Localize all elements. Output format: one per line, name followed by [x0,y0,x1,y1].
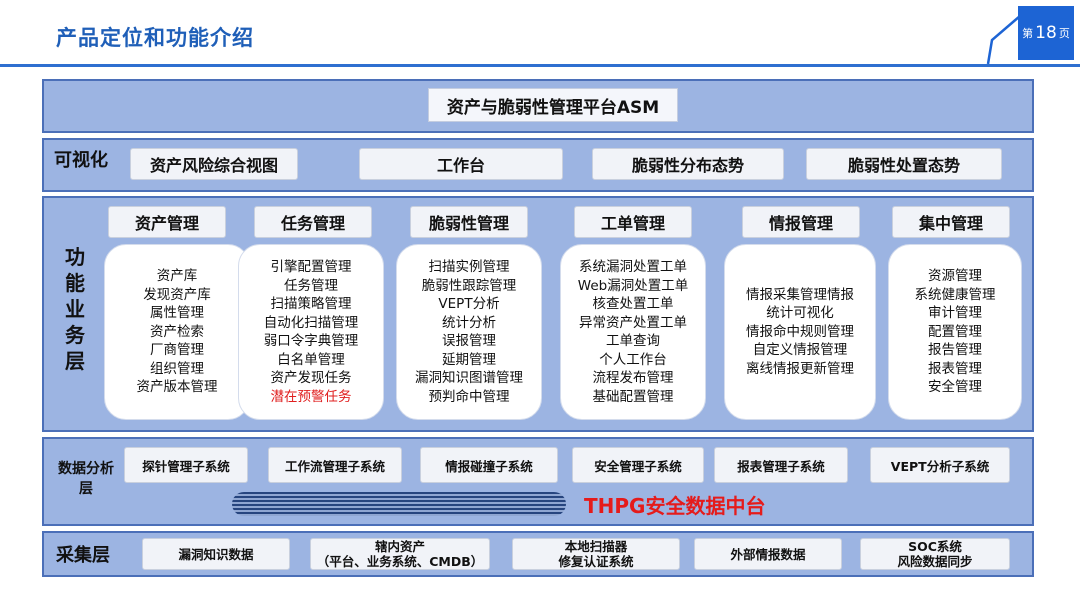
highlight-item: 潜在预警任务 [270,388,352,405]
list-item: 延期管理 [442,351,496,368]
list-item: 自定义情报管理 [752,342,848,359]
module-task-card: 引擎配置管理 任务管理 扫描策略管理 自动化扫描管理 弱口令字典管理 白名单管理… [238,244,384,420]
list-item: Web漏洞处置工单 [577,277,689,294]
list-item: 审计管理 [928,305,982,322]
module-task-title: 任务管理 [254,206,372,238]
list-item: 资源管理 [928,268,982,285]
list-item: 统计可视化 [766,305,834,322]
list-item: 报表管理 [928,360,982,377]
list-item: 离线情报更新管理 [746,360,854,377]
list-item: 任务管理 [284,277,338,294]
list-item: 弱口令字典管理 [263,333,359,349]
page-number: 18 [1035,23,1057,43]
list-item: 发现资产库 [143,286,211,303]
function-layer-label: 功能业务层 [65,245,85,373]
list-item: 扫描策略管理 [270,296,352,312]
module-central-card: 资源管理 系统健康管理 审计管理 配置管理 报告管理 报表管理 安全管理 [888,244,1022,420]
vis-item-vuln-handling: 脆弱性处置态势 [806,148,1002,180]
list-item: 属性管理 [150,305,204,322]
collect-item-local-scanner: 本地扫描器 修复认证系统 [512,538,680,570]
module-vuln-title: 脆弱性管理 [410,206,528,238]
subsystem-security: 安全管理子系统 [572,447,704,483]
subsystem-workflow: 工作流管理子系统 [268,447,402,483]
page-prefix: 第 [1022,27,1034,40]
collect-item-line: 漏洞知识数据 [178,546,254,562]
collect-item-soc: SOC系统 风险数据同步 [860,538,1010,570]
page-title: 产品定位和功能介绍 [56,26,254,50]
collect-item-line: 修复认证系统 [558,554,634,569]
list-item: 资产检索 [150,323,204,340]
collect-item-line: SOC系统 [908,539,962,554]
module-ticket-title: 工单管理 [574,206,692,238]
vis-item-vuln-distribution: 脆弱性分布态势 [592,148,784,180]
list-item: 配置管理 [928,323,982,340]
module-vuln-card: 扫描实例管理 脆弱性跟踪管理 VEPT分析 统计分析 误报管理 延期管理 漏洞知… [396,244,542,420]
list-item: 基础配置管理 [592,388,674,405]
list-item: 工单查询 [606,333,660,349]
list-item: 系统健康管理 [914,286,996,303]
list-item: 白名单管理 [277,351,345,368]
data-platform-label: THPG安全数据中台 [584,494,766,518]
vis-item-risk-view: 资产风险综合视图 [130,148,298,180]
module-ticket-card: 系统漏洞处置工单 Web漏洞处置工单 核查处置工单 异常资产处置工单 工单查询 … [560,244,706,420]
data-analysis-label: 数据分析层 [58,461,114,497]
list-item: 核查处置工单 [592,296,674,312]
list-item: 系统漏洞处置工单 [579,259,687,275]
module-central-title: 集中管理 [892,206,1010,238]
collect-item-line: 风险数据同步 [897,554,973,569]
list-item: 情报命中规则管理 [746,323,854,340]
collect-item-assets: 辖内资产 （平台、业务系统、CMDB） [310,538,490,570]
list-item: 统计分析 [442,314,496,331]
vis-item-workbench: 工作台 [359,148,563,180]
subsystem-vept: VEPT分析子系统 [870,447,1010,483]
platform-title: 资产与脆弱性管理平台ASM [428,88,678,122]
data-platform-bar [232,492,566,516]
module-intel-card: 情报采集管理情报 统计可视化 情报命中规则管理 自定义情报管理 离线情报更新管理 [724,244,876,420]
list-item: 资产库 [156,268,198,285]
list-item: VEPT分析 [438,296,500,312]
collect-item-external-intel: 外部情报数据 [694,538,842,570]
module-intel-title: 情报管理 [742,206,860,238]
list-item: 流程发布管理 [592,370,674,386]
module-asset-title: 资产管理 [108,206,226,238]
collect-item-line: 本地扫描器 [564,539,628,554]
page-suffix: 页 [1058,27,1070,40]
collect-item-line: 外部情报数据 [730,546,806,562]
list-item: 报告管理 [928,342,982,359]
list-item: 误报管理 [442,333,496,349]
collection-label: 采集层 [56,545,110,566]
list-item: 资产发现任务 [270,370,352,386]
collect-item-line: （平台、业务系统、CMDB） [316,554,484,569]
list-item: 脆弱性跟踪管理 [421,277,517,294]
list-item: 漏洞知识图谱管理 [415,370,523,386]
list-item: 预判命中管理 [428,388,510,405]
list-item: 安全管理 [928,379,982,396]
subsystem-intel-collision: 情报碰撞子系统 [420,447,558,483]
slash-decoration-icon [986,15,1021,65]
list-item: 引擎配置管理 [270,259,352,275]
list-item: 自动化扫描管理 [263,314,359,331]
list-item: 厂商管理 [150,342,204,359]
page-number-badge: 第 18 页 [1018,6,1074,60]
module-asset-card: 资产库 发现资产库 属性管理 资产检索 厂商管理 组织管理 资产版本管理 [104,244,250,420]
subsystem-report: 报表管理子系统 [714,447,848,483]
header-divider [0,64,1080,67]
visualization-label: 可视化 [54,150,108,171]
list-item: 组织管理 [150,360,204,377]
list-item: 扫描实例管理 [428,259,510,275]
subsystem-probe: 探针管理子系统 [124,447,248,483]
list-item: 资产版本管理 [136,379,218,396]
collect-item-line: 辖内资产 [374,539,425,554]
list-item: 个人工作台 [599,351,667,368]
list-item: 异常资产处置工单 [579,314,687,331]
architecture-diagram: 资产与脆弱性管理平台ASM 可视化 资产风险综合视图 工作台 脆弱性分布态势 脆… [36,76,1044,580]
collect-item-vuln-knowledge: 漏洞知识数据 [142,538,290,570]
list-item: 情报采集管理情报 [746,286,854,303]
